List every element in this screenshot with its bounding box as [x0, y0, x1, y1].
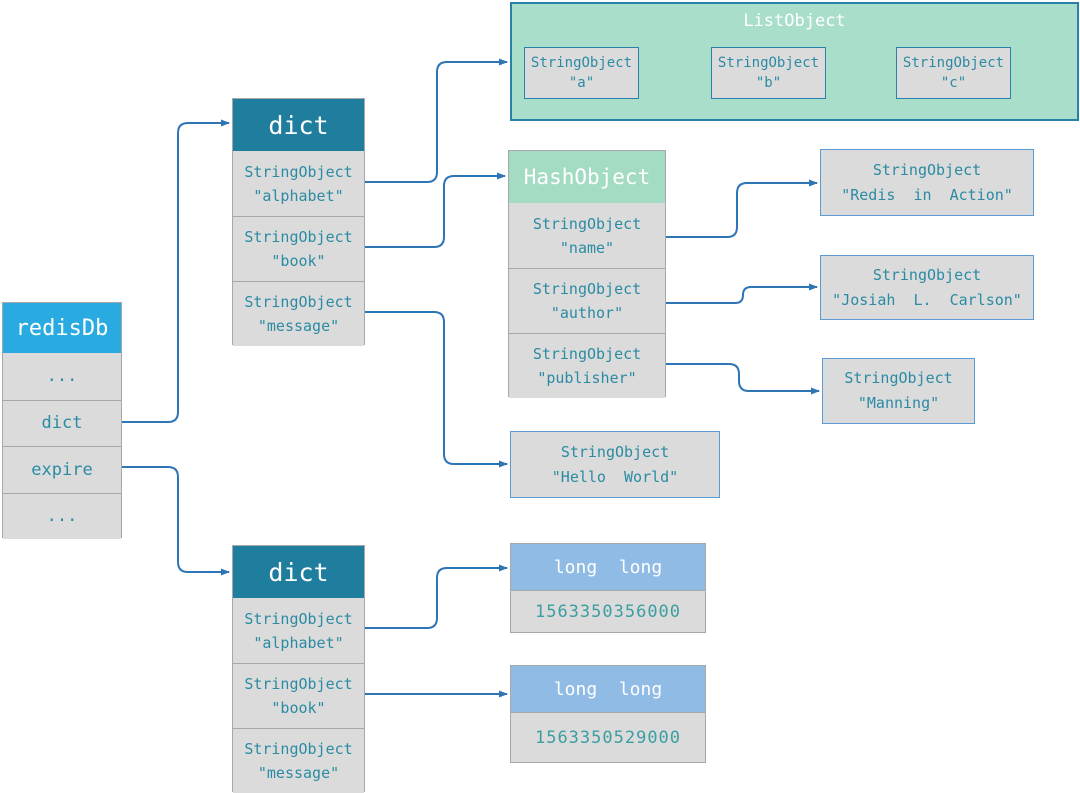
object-value: "book": [271, 252, 326, 270]
object-type: StringObject: [244, 675, 353, 693]
object-type: StringObject: [872, 160, 982, 179]
timestamp-value: 1563350529000: [534, 727, 682, 748]
stringobject-josiah-carlson: StringObject "Josiah L. Carlson": [820, 255, 1034, 320]
object-type: StringObject: [244, 740, 353, 758]
object-value: "Josiah L. Carlson": [832, 290, 1022, 309]
listobject-container: ListObject StringObject "a" StringObject…: [510, 2, 1079, 121]
longlong-header: long long: [511, 544, 705, 591]
dict-top-cell-message: StringObject "message": [233, 281, 364, 346]
object-type: StringObject: [244, 162, 353, 181]
object-value: "alphabet": [253, 186, 344, 205]
redisdb-box: redisDb ... dict expire ...: [2, 302, 122, 539]
redisdb-cell-ellipsis-bottom: ...: [3, 492, 121, 539]
hashobject-cell-name: StringObject "name": [509, 203, 665, 268]
object-type: StringObject: [532, 214, 642, 233]
object-value: "book": [271, 699, 326, 717]
listobject-item-c: StringObject "c": [896, 47, 1011, 99]
redisdb-cell-ellipsis-top: ...: [3, 353, 121, 400]
hashobject-cell-publisher: StringObject "publisher": [509, 333, 665, 398]
connector-message-to-helloworld: [365, 311, 508, 468]
dict-bottom-header: dict: [233, 546, 364, 598]
redisdb-cell-dict: dict: [3, 399, 121, 446]
object-value: "c": [940, 75, 967, 91]
connector-publisher-to-manning: [666, 363, 820, 395]
longlong-box-2: long long 1563350529000: [510, 665, 706, 763]
connector-redisdb-expire-to-dict-bottom: [122, 466, 230, 576]
object-value: "publisher": [537, 369, 637, 387]
object-type: StringObject: [532, 280, 642, 298]
cell-label: ...: [46, 506, 78, 527]
object-type: StringObject: [902, 55, 1005, 71]
object-value: "message": [257, 317, 340, 335]
object-value: "message": [257, 764, 340, 782]
object-value: "b": [755, 75, 782, 91]
connector-name-to-redis-in-action: [666, 179, 818, 238]
object-type: StringObject: [244, 609, 353, 628]
connector-alphabet-to-listobject: [365, 58, 508, 183]
connector-author-to-josiah-carlson: [666, 283, 818, 304]
hashobject-header: HashObject: [509, 151, 665, 203]
object-type: StringObject: [844, 369, 953, 387]
object-type: StringObject: [530, 55, 633, 71]
dict-top-cell-book: StringObject "book": [233, 216, 364, 281]
dict-bottom-cell-book: StringObject "book": [233, 663, 364, 728]
connector-alphabet2-to-long1: [365, 564, 508, 629]
hashobject-box: HashObject StringObject "name" StringObj…: [508, 150, 666, 398]
object-type: StringObject: [872, 265, 982, 284]
object-type: StringObject: [717, 55, 820, 71]
dict-bottom-cell-message: StringObject "message": [233, 728, 364, 793]
listobject-item-a: StringObject "a": [524, 47, 639, 99]
object-value: "Manning": [857, 394, 940, 412]
cell-label: dict: [41, 413, 83, 434]
dict-top-box: dict StringObject "alphabet" StringObjec…: [232, 98, 365, 346]
hashobject-cell-author: StringObject "author": [509, 268, 665, 333]
redisdb-header: redisDb: [3, 303, 121, 353]
object-type: StringObject: [244, 228, 353, 246]
longlong-header: long long: [511, 666, 705, 713]
object-value: "name": [559, 238, 615, 257]
object-value: "Hello World": [551, 467, 679, 486]
stringobject-redis-in-action: StringObject "Redis in Action": [820, 149, 1034, 216]
timestamp-value: 1563350356000: [534, 601, 682, 622]
object-type: StringObject: [532, 345, 642, 363]
dict-bottom-cell-alphabet: StringObject "alphabet": [233, 598, 364, 663]
redisdb-cell-expire: expire: [3, 446, 121, 493]
object-value: "alphabet": [253, 633, 344, 652]
dict-top-cell-alphabet: StringObject "alphabet": [233, 151, 364, 216]
connector-redisdb-dict-to-dict-top: [122, 119, 230, 423]
longlong-box-1: long long 1563350356000: [510, 543, 706, 633]
cell-label: ...: [46, 366, 78, 387]
cell-label: expire: [31, 459, 93, 480]
connector-book-to-hashobject: [365, 172, 506, 248]
object-value: "Redis in Action": [841, 185, 1013, 204]
stringobject-manning: StringObject "Manning": [822, 358, 975, 424]
object-value: "a": [568, 75, 595, 91]
dict-top-header: dict: [233, 99, 364, 151]
listobject-item-b: StringObject "b": [711, 47, 826, 99]
object-type: StringObject: [244, 293, 353, 311]
stringobject-hello-world: StringObject "Hello World": [510, 431, 720, 498]
object-type: StringObject: [560, 442, 670, 461]
listobject-title: ListObject: [743, 11, 846, 31]
dict-bottom-box: dict StringObject "alphabet" StringObjec…: [232, 545, 365, 793]
object-value: "author": [550, 304, 624, 322]
